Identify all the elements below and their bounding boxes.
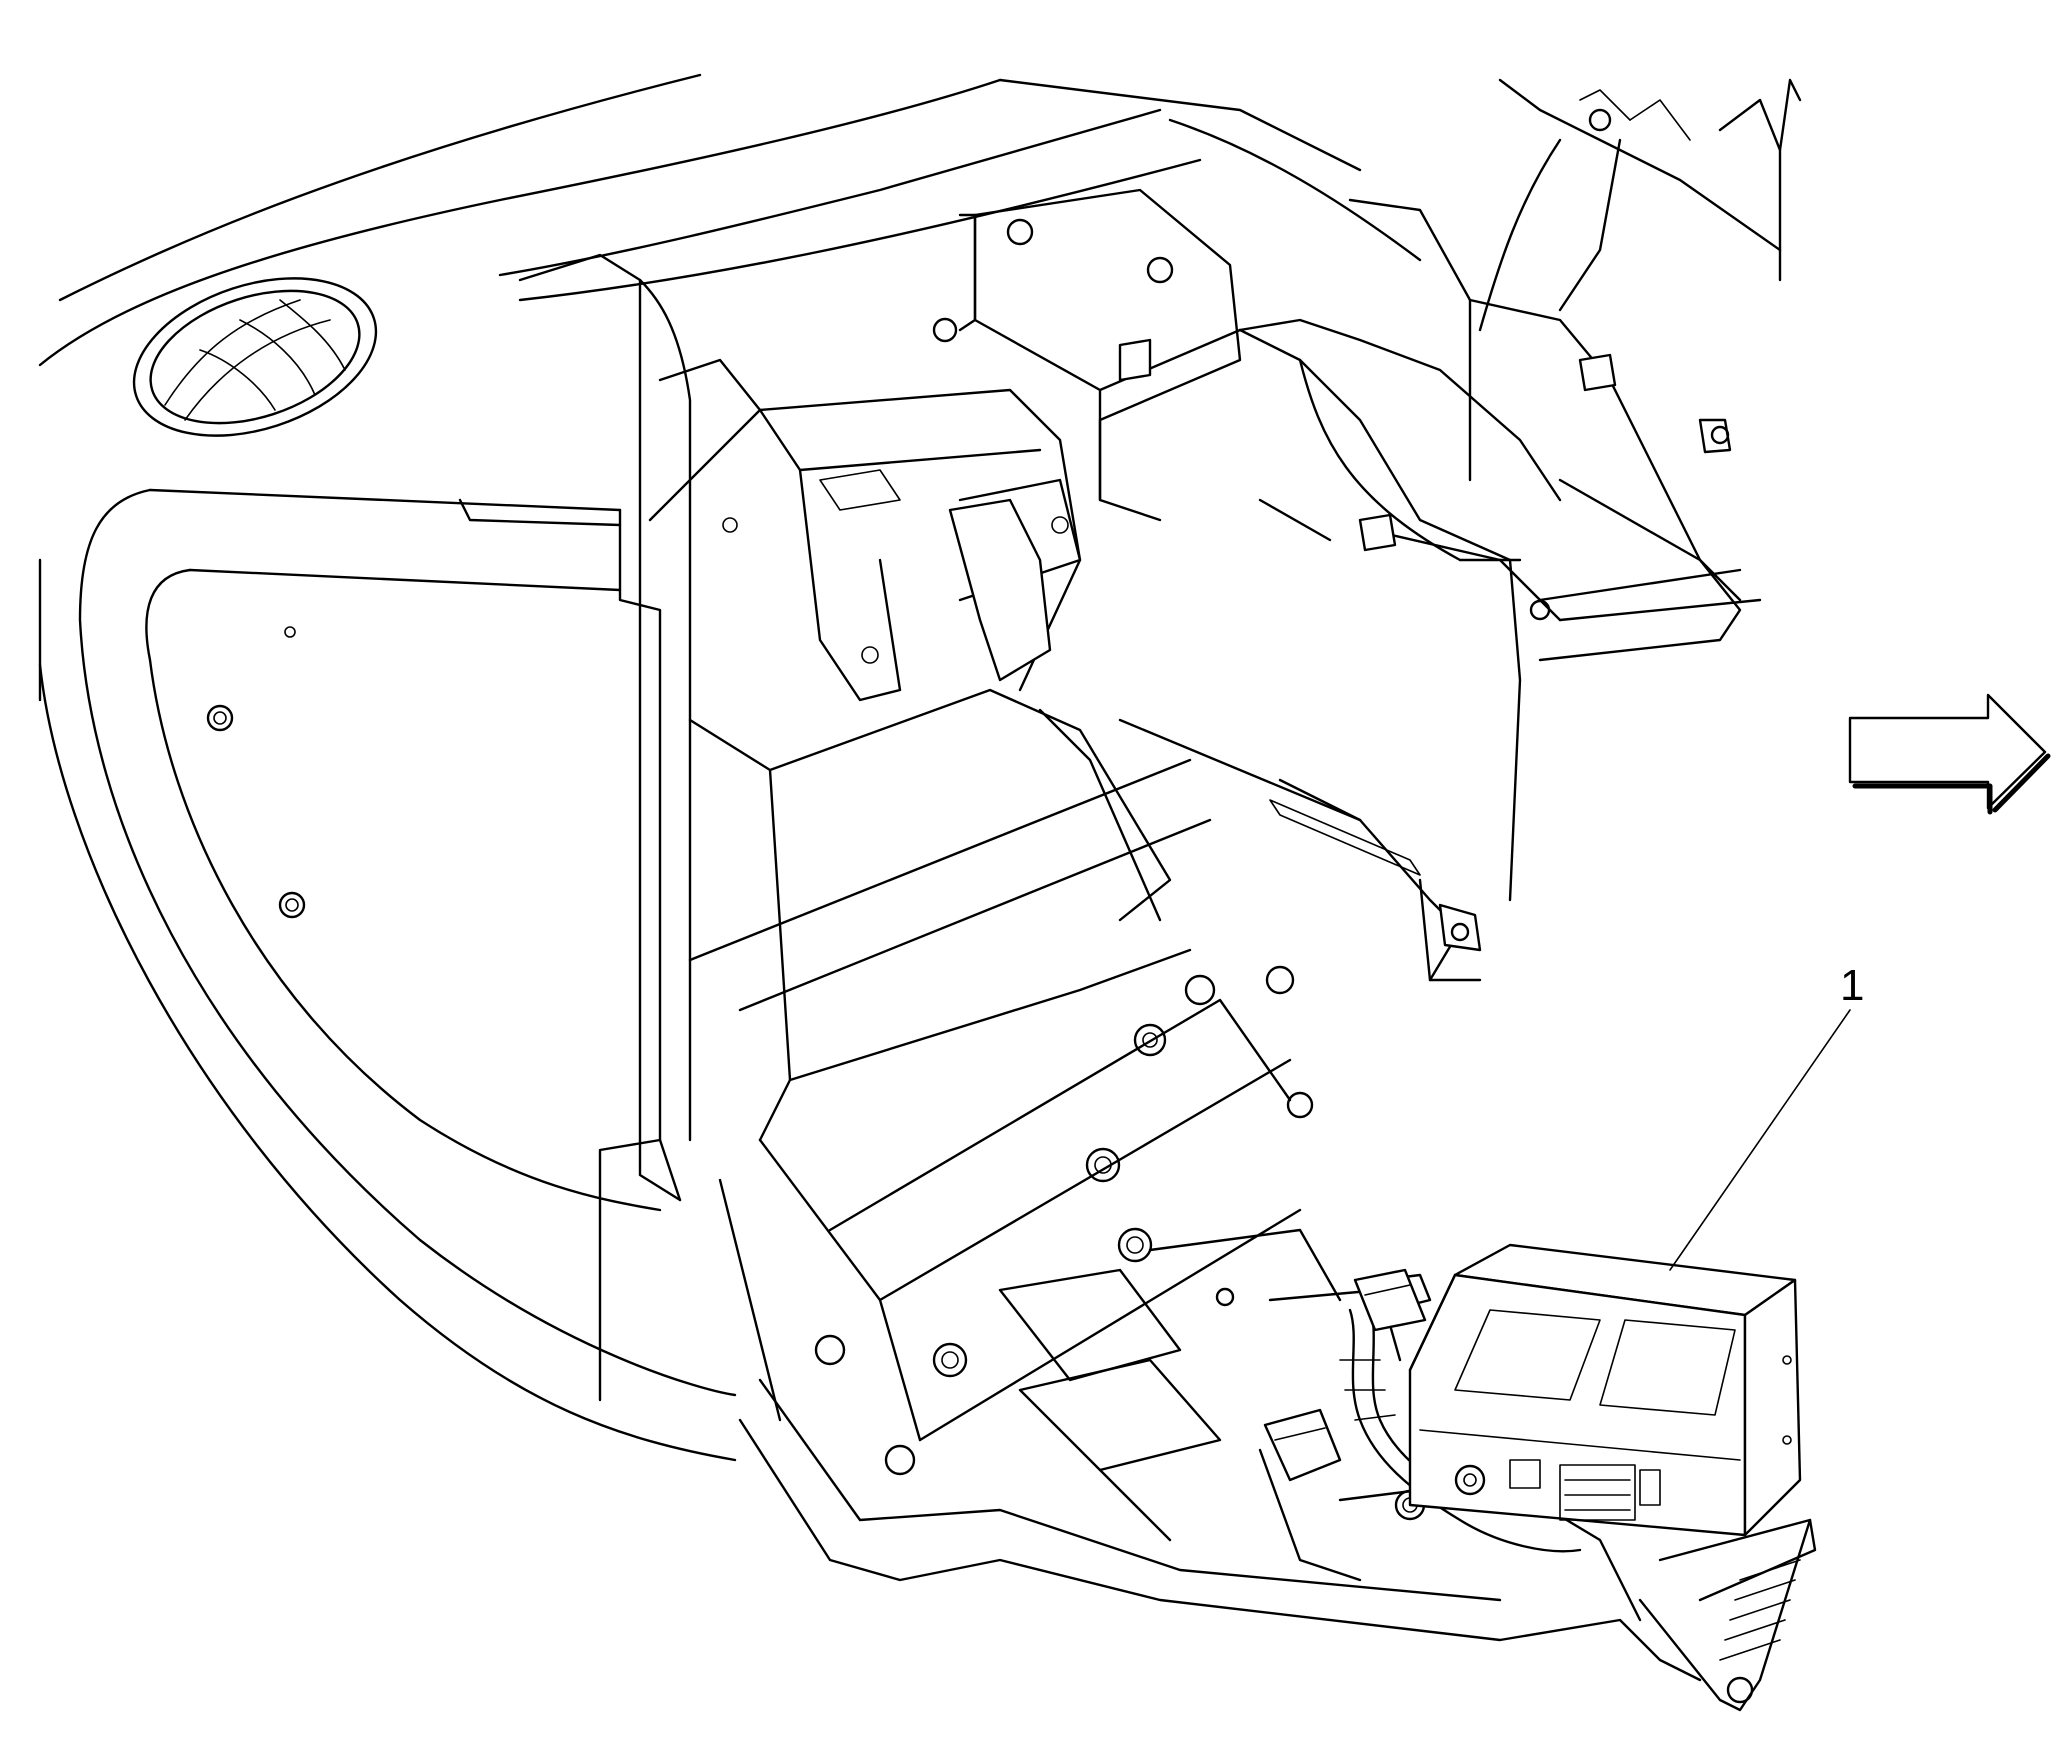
wiring-harness xyxy=(1263,1268,1582,1553)
instrument-panel-end-cap xyxy=(38,488,737,1462)
module-callout-1 xyxy=(1408,1243,1802,1537)
instrument-panel-top xyxy=(38,73,1422,367)
console-fasteners xyxy=(814,965,1314,1476)
callout-1-leader xyxy=(1669,1009,1851,1271)
mounting-bracket xyxy=(1638,1518,1817,1712)
air-vent xyxy=(132,277,378,437)
upper-bracket xyxy=(648,358,1082,702)
console-carrier xyxy=(518,253,1302,1442)
knee-bolster-opening xyxy=(1118,328,1522,982)
upper-module-box xyxy=(932,188,1242,522)
callout-number-1: 1 xyxy=(1840,961,1864,1010)
front-direction-arrow-icon xyxy=(1848,693,2051,815)
dash-structure-right xyxy=(1238,78,1802,662)
